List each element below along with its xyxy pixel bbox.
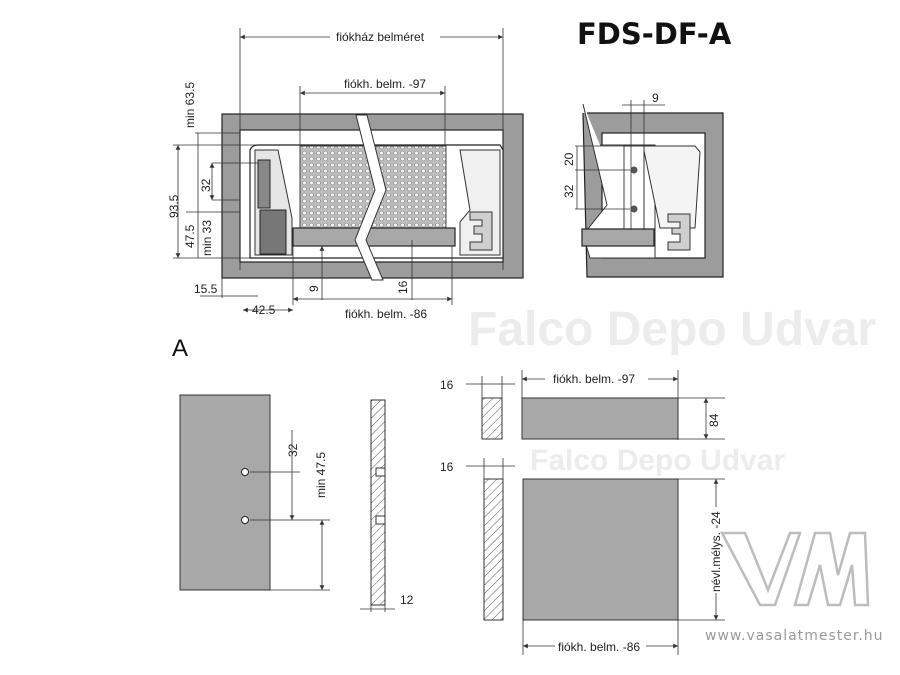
side-dim-32: 32 bbox=[562, 184, 576, 198]
panel-section bbox=[370, 399, 386, 606]
bottom-panel-section bbox=[483, 478, 504, 621]
dim-min-63-5: min 63.5 bbox=[183, 82, 197, 128]
section-label: A bbox=[172, 335, 188, 362]
bottom-thickness: 16 bbox=[440, 460, 454, 474]
break-line bbox=[354, 114, 387, 281]
dim-9: 9 bbox=[307, 285, 321, 292]
back-panel-section bbox=[481, 397, 503, 440]
dim-cabinet-inner: fiókház belméret bbox=[336, 30, 425, 44]
side-dim-20: 20 bbox=[562, 152, 576, 166]
dim-drawer-inner-86: fiókh. belm. -86 bbox=[345, 307, 427, 321]
dim-15-5: 15.5 bbox=[194, 282, 218, 296]
front-panel bbox=[179, 394, 271, 591]
panel-dim-12: 12 bbox=[400, 593, 414, 607]
front-panel-detail: 32 min 47.5 12 bbox=[179, 394, 414, 612]
brand-url: www.vasalatmester.hu bbox=[705, 628, 884, 644]
dim-47-5: 47.5 bbox=[183, 224, 197, 248]
dim-16: 16 bbox=[396, 280, 410, 294]
left-rail bbox=[259, 209, 287, 255]
vm-logo bbox=[719, 531, 870, 607]
product-title: FDS-DF-A bbox=[577, 17, 732, 51]
hole-icon bbox=[630, 166, 638, 174]
dim-32: 32 bbox=[199, 178, 213, 192]
bottom-width: fiókh. belm. -86 bbox=[558, 640, 640, 654]
dim-min-33: min 33 bbox=[200, 220, 214, 256]
hole-icon bbox=[630, 205, 638, 213]
drawer-bottom-panel bbox=[292, 227, 456, 247]
dim-drawer-inner-97: fiókh. belm. -97 bbox=[344, 77, 426, 91]
watermark-text: Falco Depo Udvar bbox=[468, 303, 876, 356]
hole-icon bbox=[241, 468, 249, 476]
front-section-view: fiókház belméret fiókh. belm. -97 fiókh.… bbox=[167, 28, 524, 321]
panel-dim-min-47-5: min 47.5 bbox=[314, 452, 328, 498]
panel-dim-32: 32 bbox=[286, 443, 300, 457]
bottom-depth: névl.mélys. -24 bbox=[709, 511, 723, 592]
back-height: 84 bbox=[707, 413, 721, 427]
dim-93-5: 93.5 bbox=[167, 194, 181, 218]
bottom-panel bbox=[522, 478, 679, 621]
back-thickness: 16 bbox=[440, 378, 454, 392]
dim-42-5: 42.5 bbox=[252, 303, 276, 317]
back-panel bbox=[521, 397, 679, 440]
watermark-text-2: Falco Depo Udvar bbox=[530, 444, 785, 477]
right-rail bbox=[469, 211, 493, 251]
adjuster-mechanism bbox=[257, 159, 271, 209]
back-width: fiókh. belm. -97 bbox=[553, 372, 635, 386]
side-dim-9: 9 bbox=[652, 91, 659, 105]
side-section-view: 9 20 32 bbox=[562, 91, 724, 278]
rail bbox=[667, 213, 691, 251]
panel-cut-sizes: 16 fiókh. belm. -97 84 16 névl.mélys. -2… bbox=[440, 370, 725, 655]
hole-icon bbox=[241, 516, 249, 524]
